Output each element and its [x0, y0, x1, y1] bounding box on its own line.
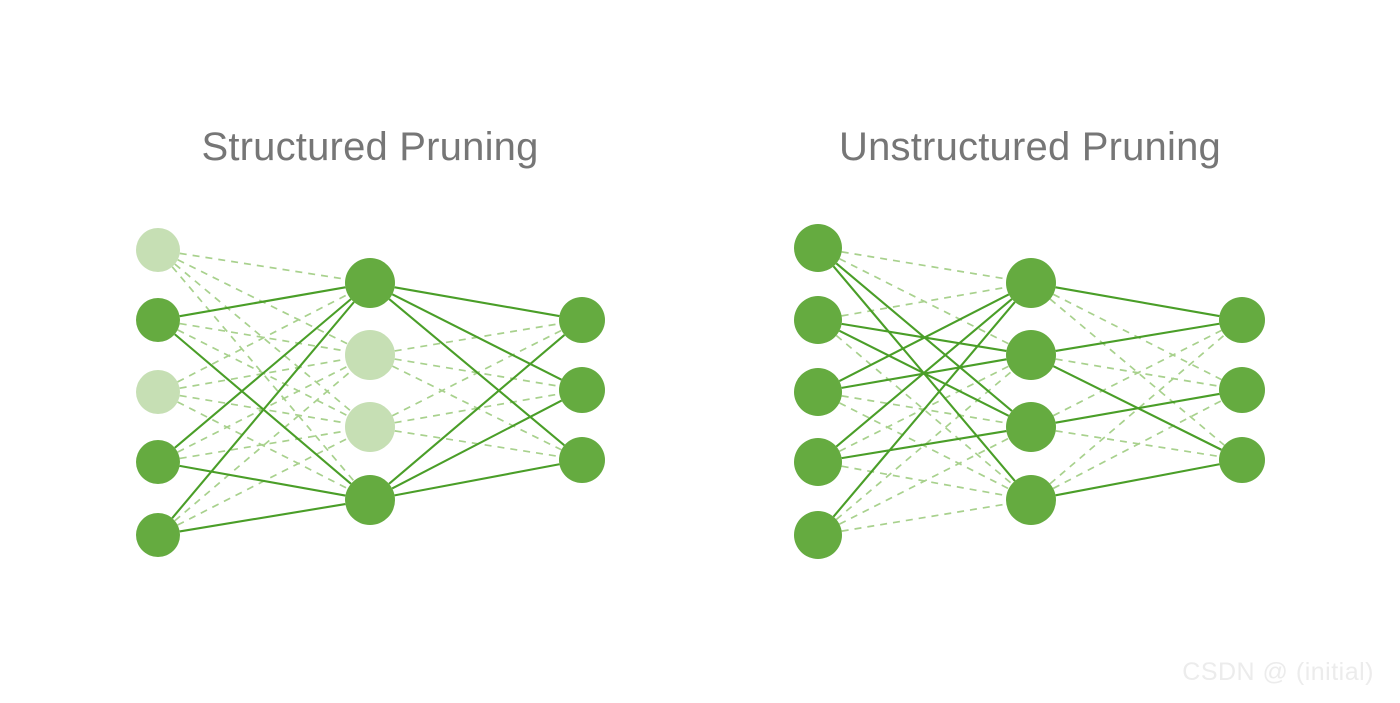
- neuron-active: [794, 224, 842, 272]
- connection-active: [391, 399, 563, 490]
- connection-pruned: [1052, 399, 1223, 490]
- connection-active: [1055, 322, 1220, 352]
- connection-active: [391, 293, 562, 381]
- neuron-active: [1006, 402, 1056, 452]
- layer-output: [559, 297, 605, 483]
- connection-active: [838, 293, 1010, 383]
- connection-active: [832, 301, 1016, 518]
- connection-active: [1055, 286, 1220, 318]
- neuron-active: [1006, 258, 1056, 308]
- watermark-text: CSDN @ (initial): [1182, 658, 1374, 686]
- neuron-active: [1006, 330, 1056, 380]
- connection-pruned: [1052, 329, 1222, 417]
- connection-active: [179, 503, 346, 533]
- neuron-active: [559, 297, 605, 343]
- connection-active: [841, 430, 1007, 460]
- edge-group: [171, 252, 566, 533]
- network-diagram-structured: [136, 228, 605, 557]
- neuron-active: [1219, 297, 1265, 343]
- connection-active: [179, 286, 346, 318]
- neuron-active: [559, 437, 605, 483]
- connection-active: [179, 464, 346, 497]
- connection-pruned: [177, 293, 349, 383]
- connection-active: [388, 298, 566, 447]
- neuron-active: [345, 475, 395, 525]
- layer-hidden: [1006, 258, 1056, 525]
- layer-input: [794, 224, 842, 559]
- neuron-pruned: [345, 402, 395, 452]
- connection-active: [1055, 392, 1220, 424]
- connection-pruned: [841, 503, 1007, 532]
- neuron-active: [1219, 367, 1265, 413]
- connection-active: [394, 463, 560, 497]
- neuron-active: [794, 368, 842, 416]
- neuron-active: [136, 513, 180, 557]
- connection-active: [388, 334, 566, 485]
- connection-pruned: [839, 437, 1010, 525]
- connection-pruned: [179, 252, 346, 280]
- connection-pruned: [841, 286, 1007, 317]
- neuron-pruned: [345, 330, 395, 380]
- layer-hidden: [345, 258, 395, 525]
- layer-output: [1219, 297, 1265, 483]
- connection-active: [835, 298, 1013, 448]
- connection-pruned: [179, 322, 346, 352]
- connection-pruned: [841, 251, 1007, 280]
- neuron-pruned: [136, 228, 180, 272]
- connection-active: [1055, 463, 1220, 497]
- neuron-active: [136, 298, 180, 342]
- neuron-active: [1006, 475, 1056, 525]
- connection-pruned: [839, 402, 1010, 490]
- neuron-active: [794, 438, 842, 486]
- neuron-active: [794, 511, 842, 559]
- page-title-structured-pruning: Structured Pruning: [201, 125, 539, 169]
- neuron-pruned: [136, 370, 180, 414]
- neuron-active: [136, 440, 180, 484]
- neuron-active: [1219, 437, 1265, 483]
- connection-active: [394, 286, 560, 318]
- connection-pruned: [179, 430, 346, 460]
- neuron-active: [794, 296, 842, 344]
- page-title-unstructured-pruning: Unstructured Pruning: [839, 125, 1221, 169]
- edge-group: [832, 251, 1226, 532]
- connection-active: [174, 298, 352, 449]
- network-diagram-unstructured: [794, 224, 1265, 559]
- connection-active: [171, 301, 355, 519]
- layer-input: [136, 228, 180, 557]
- neuron-active: [559, 367, 605, 413]
- neuron-active: [345, 258, 395, 308]
